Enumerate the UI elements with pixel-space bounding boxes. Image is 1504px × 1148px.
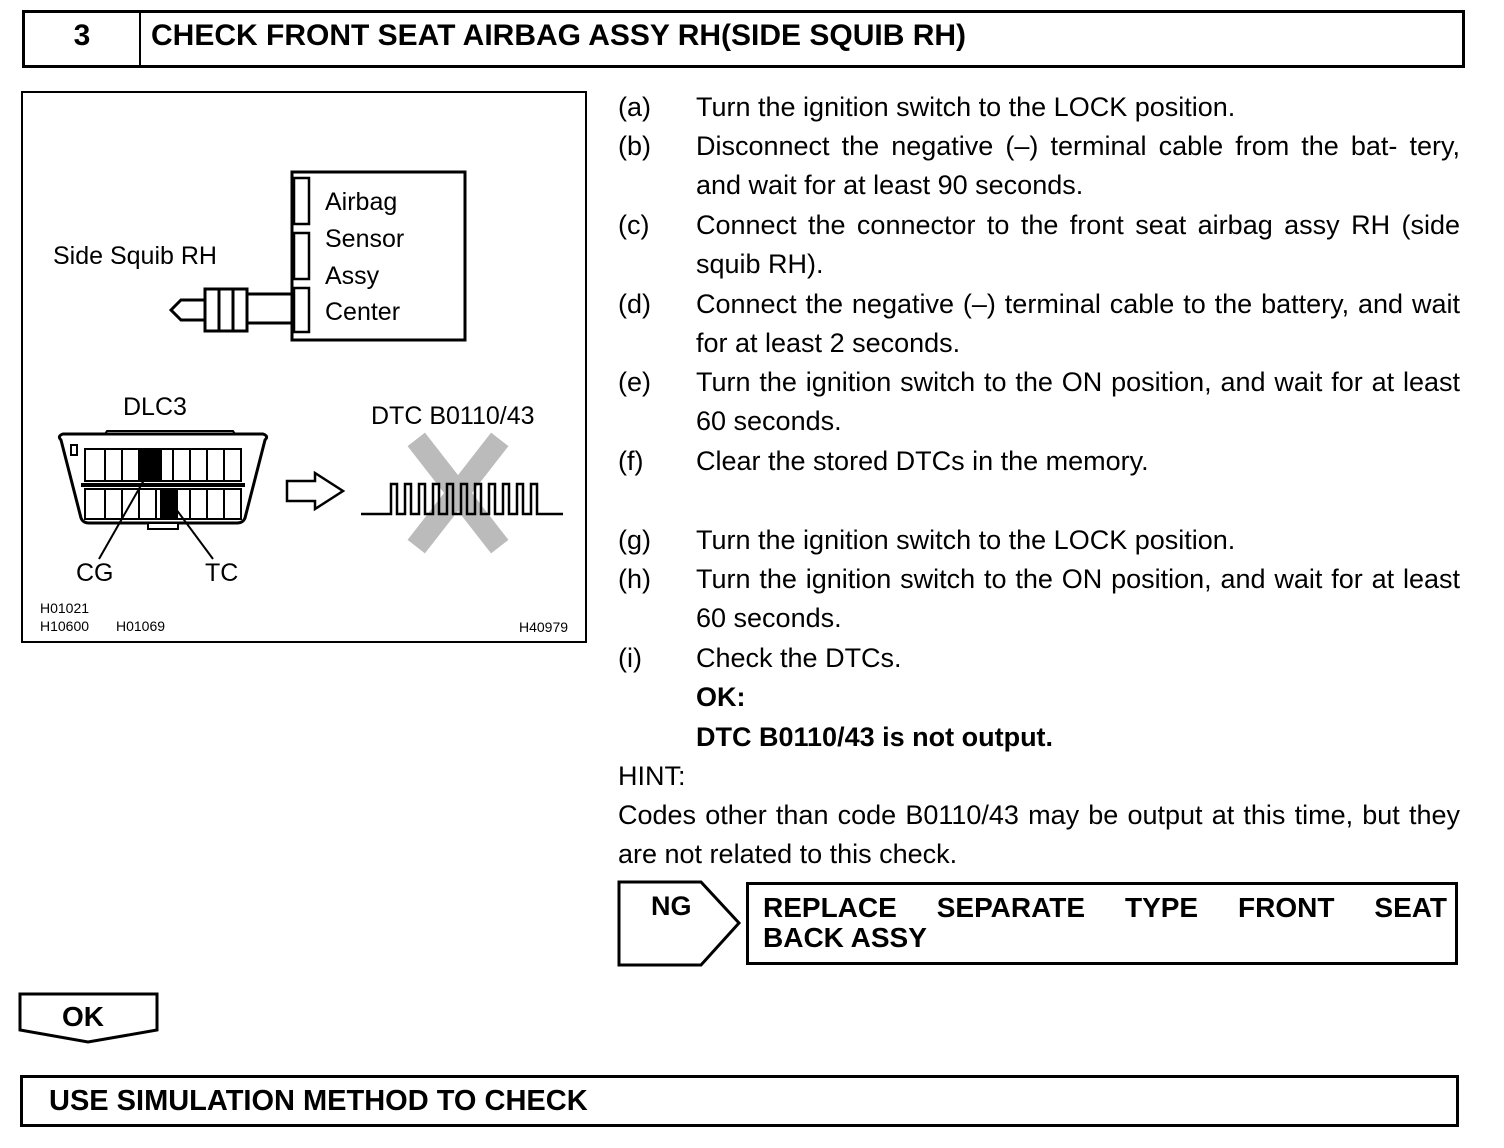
cg-leader (98, 472, 149, 560)
step-letter: (h) (618, 564, 651, 594)
final-action-text: USE SIMULATION METHOD TO CHECK (49, 1085, 588, 1117)
sensor-pin-3 (292, 286, 311, 334)
hint-label: HINT: (618, 761, 686, 791)
step-g: (g) Turn the ignition switch to the LOCK… (618, 521, 1460, 560)
dlc3-connector (57, 430, 269, 560)
figure-code-3: H01069 (116, 618, 166, 634)
step-letter: (i) (618, 643, 642, 673)
step-i: (i) Check the DTCs. (618, 639, 1460, 678)
ok-label: OK: (696, 682, 746, 712)
step-letter: (a) (618, 92, 651, 122)
sensor-label-line-3: Assy (325, 262, 380, 290)
step-letter: (e) (618, 367, 651, 397)
step-title: CHECK FRONT SEAT AIRBAG ASSY RH(SIDE SQU… (151, 19, 967, 52)
step-b: (b) Disconnect the negative (–) terminal… (618, 127, 1460, 206)
ok-tag-label: OK (62, 1001, 104, 1032)
figure-code-4: H40979 (519, 619, 569, 635)
step-letter: (g) (618, 525, 651, 555)
ng-action-line-2: BACK ASSY (763, 922, 927, 953)
step-text: Check the DTCs. (696, 643, 902, 673)
right-arrow (285, 470, 346, 512)
squib-plug (168, 298, 207, 322)
dlc3-label: DLC3 (123, 393, 187, 421)
step-text: Connect the negative (–) terminal cable … (696, 289, 1460, 359)
cg-label: CG (76, 559, 114, 587)
sensor-label-line-4: Center (325, 298, 401, 326)
step-text: Turn the ignition switch to the ON posit… (696, 564, 1460, 634)
dtc-label: DTC B0110/43 (371, 402, 535, 430)
ng-action-box: REPLACE SEPARATE TYPE FRONT SEAT BACK AS… (746, 882, 1458, 965)
tc-terminal (140, 449, 162, 481)
step-e: (e) Turn the ignition switch to the ON p… (618, 363, 1460, 442)
step-number: 3 (25, 13, 141, 65)
step-text: Disconnect the negative (–) terminal cab… (696, 131, 1460, 201)
sensor-pin-1 (292, 176, 311, 226)
ok-tag-shape (18, 992, 159, 1044)
step-c: (c) Connect the connector to the front s… (618, 206, 1460, 285)
step-a: (a) Turn the ignition switch to the LOCK… (618, 88, 1460, 127)
side-squib-label: Side Squib RH (53, 242, 217, 270)
figure-code-2: H10600 (40, 618, 90, 634)
ok-condition: DTC B0110/43 is not output. (696, 722, 1054, 752)
step-text: Connect the connector to the front seat … (696, 210, 1460, 280)
cg-terminal (160, 489, 178, 519)
sensor-label-line-2: Sensor (325, 225, 405, 253)
cross-mark (407, 432, 509, 554)
step-letter: (c) (618, 210, 650, 240)
step-text: Turn the ignition switch to the ON posit… (696, 367, 1460, 437)
step-d: (d) Connect the negative (–) terminal ca… (618, 285, 1460, 364)
sensor-label-line-1: Airbag (325, 188, 398, 216)
step-letter: (f) (618, 446, 644, 476)
step-text: Clear the stored DTCs in the memory. (696, 446, 1149, 476)
hint-text: Codes other than code B0110/43 may be ou… (618, 800, 1460, 870)
step-h: (h) Turn the ignition switch to the ON p… (618, 560, 1460, 639)
step-text: Turn the ignition switch to the LOCK pos… (696, 92, 1236, 122)
figure-drawing (57, 170, 563, 560)
step-header: 3 CHECK FRONT SEAT AIRBAG ASSY RH(SIDE S… (22, 10, 1465, 68)
airbag-sensor-box (290, 170, 467, 342)
ng-tag-label: NG (651, 891, 692, 921)
step-letter: (d) (618, 289, 651, 319)
squib-connector (203, 287, 249, 333)
ng-action-line-1: REPLACE SEPARATE TYPE FRONT SEAT (763, 892, 1447, 923)
step-text: Turn the ignition switch to the LOCK pos… (696, 525, 1236, 555)
wiring-figure: Side Squib RH Airbag Sensor Assy Center … (21, 91, 587, 643)
step-f: (f) Clear the stored DTCs in the memory. (618, 442, 1460, 481)
step-letter: (b) (618, 131, 651, 161)
sensor-pin-2 (292, 231, 311, 281)
dtc-waveform (361, 432, 563, 554)
ng-tag-shape (617, 880, 742, 967)
tc-leader (172, 504, 214, 560)
figure-code-1: H01021 (40, 600, 90, 616)
tc-label: TC (205, 559, 239, 587)
final-action-box: USE SIMULATION METHOD TO CHECK (20, 1075, 1459, 1127)
